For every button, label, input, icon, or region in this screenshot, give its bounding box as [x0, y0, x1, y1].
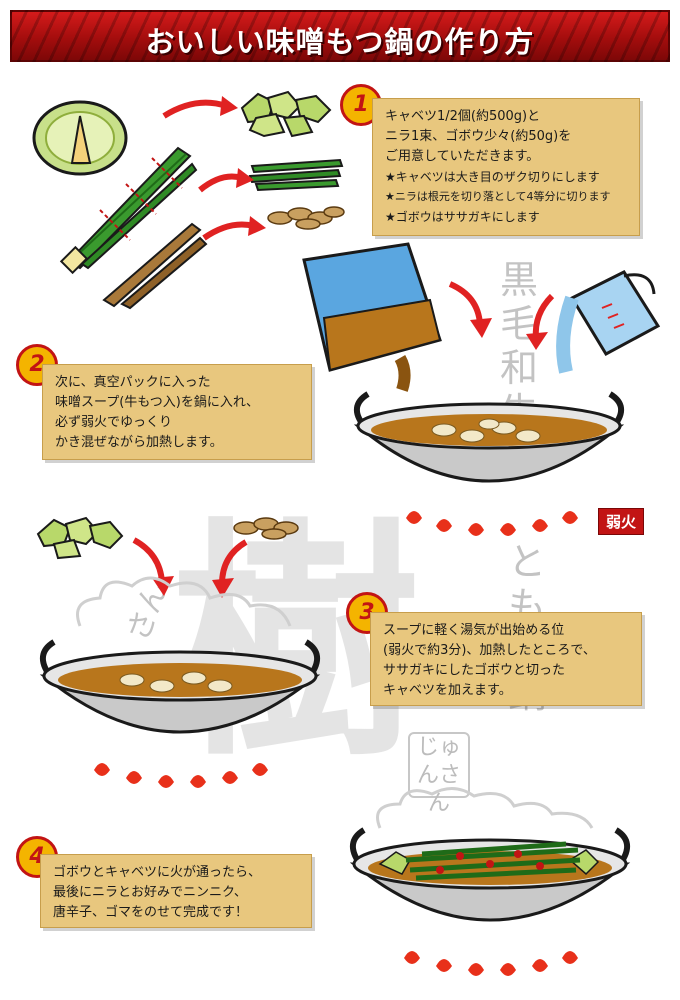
step-3-line: (弱火で約3分)、加熱したところで、	[383, 643, 596, 658]
arrow-water-icon	[526, 293, 555, 350]
pot-step2-icon	[353, 391, 625, 536]
sasagaki-gobo-icon	[233, 517, 299, 540]
step-2-line: 必ず弱火でゆっくり	[55, 415, 173, 430]
bg-char: 和	[500, 346, 539, 390]
step-1-line: キャベツ1/2個(約500g)と	[385, 109, 541, 124]
step-4-line: 最後にニラとお好みでニンニク、	[53, 885, 247, 900]
chopped-cabbage-icon	[36, 516, 124, 560]
arrow-nira-icon	[198, 168, 254, 193]
step-4-instructions: ゴボウとキャベツに火が通ったら、 最後にニラとお好みでニンニク、 唐辛子、ゴマを…	[40, 854, 312, 928]
steam-icon	[76, 576, 292, 627]
bg-char: 黒	[500, 258, 539, 302]
step-2-line: 次に、真空パックに入った	[55, 375, 211, 390]
step-2-line: 味噌スープ(牛もつ入)を鍋に入れ、	[55, 395, 259, 410]
cabbage-half-icon	[32, 100, 128, 176]
arrow-cabbage-icon	[162, 96, 238, 119]
finished-motsunabe-pot-icon	[349, 827, 631, 976]
step-1-line: ★キャベツは大き目のザク切りにします	[385, 170, 600, 184]
water-measuring-cup-icon	[556, 270, 661, 374]
step-1-instructions: キャベツ1/2個(約500g)と ニラ1束、ゴボウ少々(約50g)を ご用意して…	[372, 98, 640, 236]
soup-pouring-pack-icon	[302, 242, 442, 392]
step-2-line: かき混ぜながら加熱します。	[55, 435, 223, 450]
arrow-soup-icon	[448, 281, 492, 338]
cut-nira-icon	[248, 158, 344, 192]
step-4-line: ゴボウとキャベツに火が通ったら、	[53, 865, 262, 880]
artist-seal: じゅんさん	[408, 732, 470, 816]
arrow-cabbage-down-icon	[132, 537, 174, 596]
gobo-burdock-icon	[102, 222, 208, 310]
chopped-cabbage-icon	[240, 90, 332, 138]
step-3-line: キャベツを加えます。	[383, 683, 512, 698]
steam-icon	[376, 787, 594, 829]
step-3-instructions: スープに軽く湯気が出始める位 (弱火で約3分)、加熱したところで、 ササガキにし…	[370, 612, 642, 706]
page-title: おいしい味噌もつ鍋の作り方	[145, 25, 535, 59]
step-2-instructions: 次に、真空パックに入った 味噌スープ(牛もつ入)を鍋に入れ、 必ず弱火でゆっくり…	[42, 364, 312, 460]
step-3-line: ササガキにしたゴボウと切った	[383, 663, 566, 678]
step-3-line: スープに軽く湯気が出始める位	[383, 623, 565, 638]
arrow-gobo-icon	[202, 216, 266, 241]
step-1-line: ご用意していただきます。	[385, 149, 540, 164]
sasagaki-gobo-icon	[267, 206, 345, 230]
bg-char: と	[508, 540, 547, 584]
step-1-line: ★ゴボウはササガキにします	[385, 210, 540, 224]
low-heat-label: 弱火	[598, 508, 645, 535]
pot-step3-icon	[39, 639, 321, 788]
step-4-line: 唐辛子、ゴマをのせて完成です！	[53, 905, 249, 920]
nira-bundle-icon	[59, 146, 198, 275]
arrow-gobo-down-icon	[212, 539, 248, 598]
title-banner: おいしい味噌もつ鍋の作り方	[10, 10, 670, 62]
step-1-line: ★ニラは根元を切り落として4等分に切ります	[385, 190, 611, 203]
step-1-line: ニラ1束、ゴボウ少々(約50g)を	[385, 129, 572, 144]
